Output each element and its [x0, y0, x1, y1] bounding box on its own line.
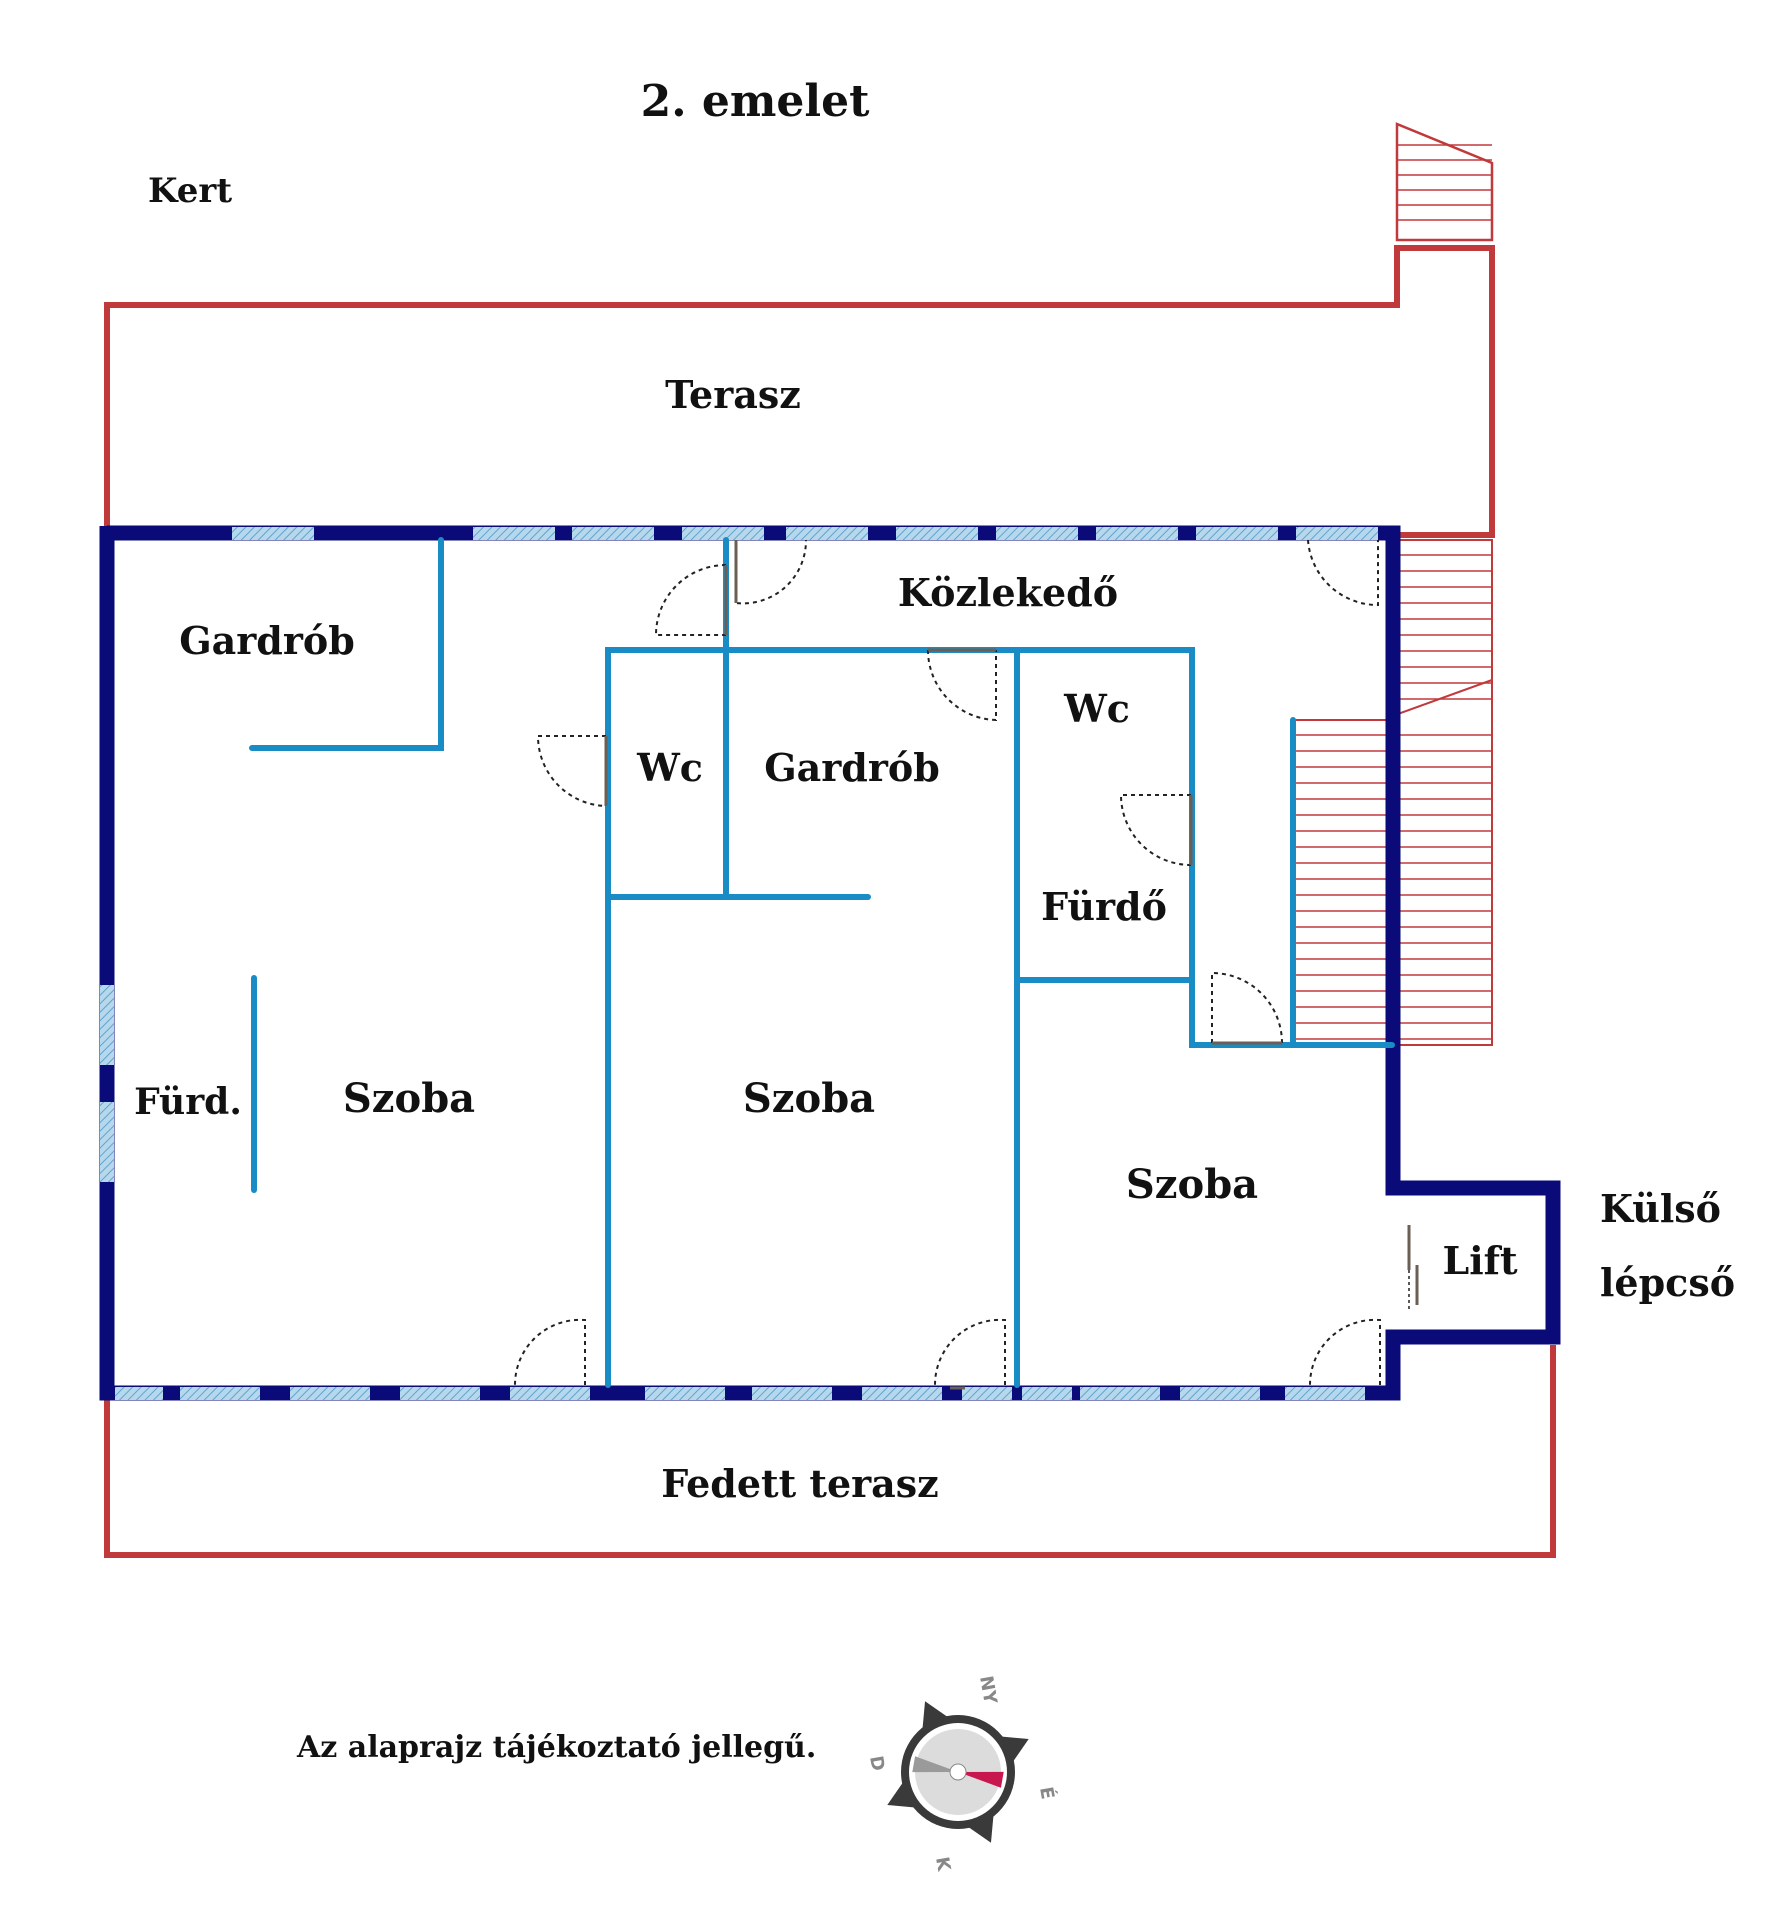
- room-right-label: Szoba: [1126, 1161, 1258, 1208]
- terrace-outline: [104, 122, 1495, 538]
- compass-d: D: [865, 1754, 888, 1772]
- compass-icon: NY É D K: [865, 1674, 1059, 1873]
- covered-terrace-label: Fedett terasz: [661, 1461, 939, 1506]
- wc-middle-label: Wc: [636, 745, 703, 790]
- room-middle-label: Szoba: [743, 1075, 875, 1122]
- staircase: [1292, 539, 1493, 1046]
- floor-title: 2. emelet: [641, 76, 871, 127]
- room-left-label: Szoba: [343, 1075, 475, 1122]
- lift-label: Lift: [1442, 1238, 1518, 1283]
- terrace-label: Terasz: [665, 372, 801, 417]
- wardrobe-middle-label: Gardrób: [764, 745, 940, 790]
- disclaimer-note: Az alaprajz tájékoztató jellegű.: [296, 1730, 816, 1765]
- wc-right-label: Wc: [1063, 686, 1130, 731]
- covered-terrace-outline: [104, 1345, 1556, 1558]
- compass-ny: NY: [975, 1674, 1001, 1706]
- external-stairs-label-line2: lépcső: [1600, 1260, 1735, 1305]
- balcony-hatching: [1397, 144, 1492, 221]
- windows: [100, 527, 1378, 1400]
- compass-e: É: [1035, 1785, 1059, 1801]
- doors: [513, 539, 1419, 1390]
- bathroom-right-label: Fürdő: [1041, 884, 1167, 929]
- compass-k: K: [931, 1855, 954, 1873]
- garden-label: Kert: [148, 171, 232, 211]
- wardrobe-left-label: Gardrób: [179, 618, 355, 663]
- external-stairs-label-line1: Külső: [1600, 1186, 1721, 1231]
- bathroom-left-label: Fürd.: [134, 1081, 242, 1123]
- corridor-label: Közlekedő: [898, 570, 1118, 615]
- interior-walls: [249, 537, 1395, 1388]
